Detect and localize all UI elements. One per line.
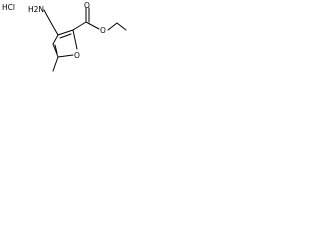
- ch2-amine-bond: [43, 9, 51, 22]
- ring-bond-c2-o1: [72, 29, 78, 50]
- amine-label: H2N: [28, 5, 44, 14]
- salt-label: HCl: [2, 3, 15, 12]
- ring-bond-c3-c2: [57, 29, 74, 36]
- methyl-bond: [52, 56, 59, 72]
- ethyl-bond-1: [107, 22, 118, 31]
- ester-oxygen-label: O: [100, 26, 106, 35]
- ester-oxygen-bond: [85, 21, 100, 30]
- ch2-ring-bond: [49, 20, 59, 36]
- carbonyl-oxygen-label: O: [84, 1, 90, 10]
- chemical-structure-diagram: HCl H2N O O O: [2, 1, 127, 72]
- ethyl-bond-2: [116, 22, 127, 31]
- ring-double-bond-c3-c2: [59, 33, 72, 39]
- ring-bond-o1-c5: [57, 54, 74, 58]
- ring-bond-c5-c4: [52, 43, 59, 58]
- ester-chain-bond: [72, 21, 87, 31]
- ring-oxygen-label: O: [74, 51, 80, 60]
- ring-bond-c4-c3: [52, 34, 59, 45]
- ring-double-bond-c5-c4: [54, 44, 58, 54]
